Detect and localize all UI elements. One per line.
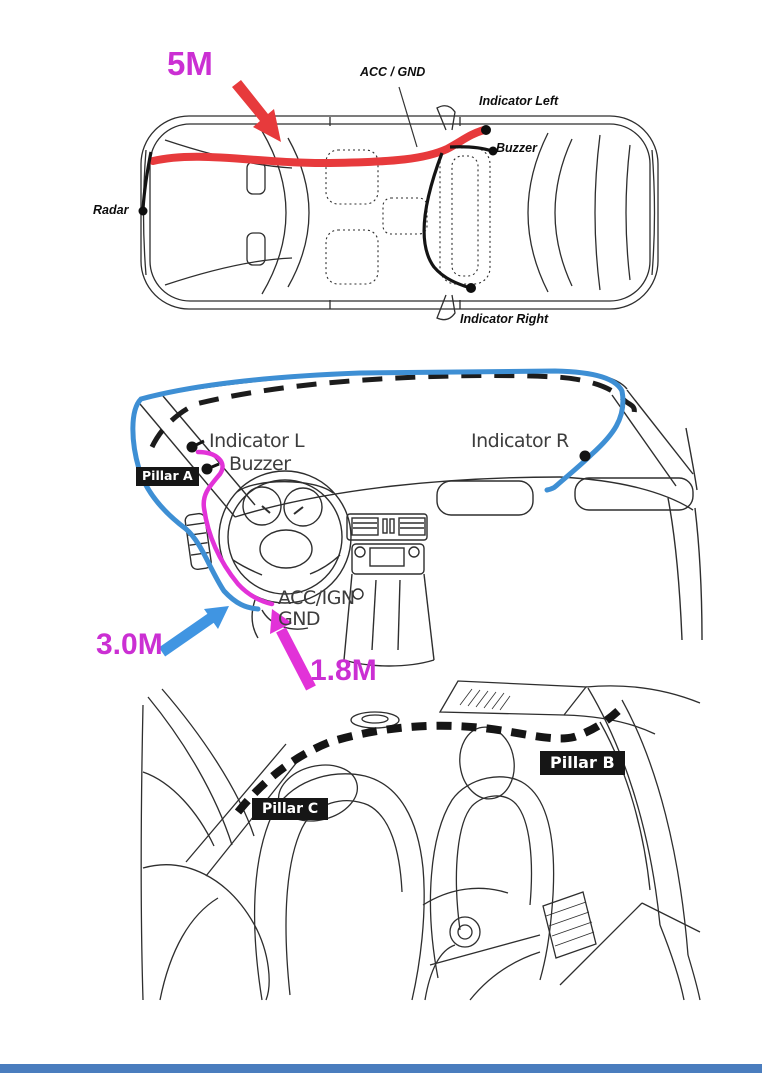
driver-headrest [459, 726, 515, 800]
red-arrow-5m [232, 80, 281, 142]
label-length-3m: 3.0M [96, 628, 163, 661]
wire-red-5m [149, 126, 488, 168]
cabin-line-art [140, 680, 701, 1001]
buzzer-dot-top [488, 146, 498, 156]
label-length-1-8m: 1.8M [310, 654, 377, 687]
label-radar: Radar [93, 203, 129, 217]
label-indicator-r: Indicator R [471, 430, 569, 452]
pillar-a-connection-dots [186, 439, 591, 475]
label-acc-gnd-top: ACC / GND [360, 65, 426, 79]
wire-magenta-1-8m [195, 449, 275, 607]
badge-pillar-b: Pillar B [540, 751, 625, 775]
wire-black-dashed-cabin [234, 708, 621, 815]
label-indicator-l: Indicator L [209, 430, 305, 452]
bottom-progress-bar [0, 1064, 762, 1073]
label-gnd: GND [278, 608, 321, 630]
indicator-left-dot [481, 125, 491, 135]
badge-pillar-a: Pillar A [136, 467, 199, 486]
indicator-r-dot [579, 450, 591, 462]
label-indicator-right: Indicator Right [460, 312, 549, 326]
magenta-arrow-1-8m [270, 609, 316, 691]
label-indicator-left: Indicator Left [479, 94, 559, 108]
car-top-view-diagram [140, 86, 659, 321]
blue-arrow-3m [158, 606, 229, 657]
badge-pillar-c: Pillar C [252, 798, 329, 820]
right-mirror [436, 294, 456, 321]
seats-dotted [325, 147, 491, 285]
radar-dot [138, 206, 148, 216]
left-mirror [436, 105, 456, 131]
wire-blue-3m [130, 368, 626, 612]
label-acc-ign: ACC/IGN [278, 587, 355, 609]
dashboard-line-art [136, 370, 703, 667]
label-buzzer-dash: Buzzer [229, 453, 291, 475]
indicator-right-dot [466, 283, 476, 293]
acc-gnd-leader-line [398, 86, 418, 148]
label-length-5m: 5M [167, 45, 213, 82]
connection-dots-top [138, 125, 498, 293]
label-buzzer-top: Buzzer [496, 141, 537, 155]
vent-hatching [459, 688, 511, 711]
